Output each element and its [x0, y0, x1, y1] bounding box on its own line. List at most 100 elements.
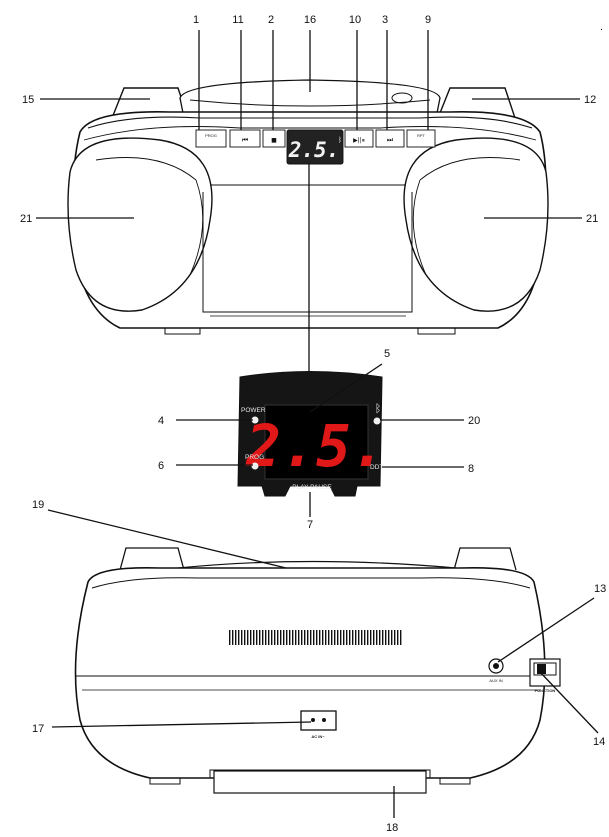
right-speaker — [403, 137, 549, 312]
display-panel-detail: 2.5. POWER PROG ᛒ DDT PLAY PAUSE 5 4 20 … — [158, 348, 480, 531]
vent-slat — [238, 630, 240, 645]
vent-slat — [373, 630, 375, 645]
next-button[interactable] — [375, 129, 405, 148]
vent-slat — [301, 630, 303, 645]
stop-button[interactable] — [262, 129, 286, 148]
vent-slat — [313, 630, 315, 645]
vent-slat — [337, 630, 339, 645]
callout-5: 5 — [384, 348, 390, 360]
callout-3: 3 — [382, 14, 388, 26]
callout-16: 16 — [304, 14, 316, 26]
vent-slat — [364, 630, 366, 645]
vent-slat — [289, 630, 291, 645]
panel-display — [264, 404, 369, 480]
vent-slat — [361, 630, 363, 645]
cd-lid — [179, 79, 441, 119]
vent-slat — [379, 630, 381, 645]
callout-21-right: 21 — [586, 213, 598, 225]
vent-slat — [319, 630, 321, 645]
vent-slat — [316, 630, 318, 645]
prog-button-label: PROG — [205, 133, 217, 138]
play-pause-button[interactable] — [344, 129, 374, 148]
power-label: POWER — [241, 407, 266, 414]
vent-slat — [367, 630, 369, 645]
vent-slat — [268, 630, 270, 645]
callout-11: 11 — [232, 14, 243, 26]
vent-slat — [235, 630, 237, 645]
bluetooth-indicator — [373, 417, 381, 425]
callout-6: 6 — [158, 460, 164, 472]
rpt-button[interactable] — [406, 129, 436, 148]
function-label: FUNCTION — [535, 688, 556, 693]
vent-grille — [229, 630, 402, 645]
vent-slat — [283, 630, 285, 645]
prev-icon: ⏮ — [242, 136, 248, 144]
ac-in-socket[interactable] — [300, 710, 337, 731]
callout-8: 8 — [468, 463, 474, 475]
display-window — [286, 129, 344, 165]
prog-button[interactable] — [195, 129, 227, 148]
power-indicator — [251, 416, 259, 424]
callout-9: 9 — [425, 14, 431, 26]
play-pause-label: PLAY PAUSE — [292, 484, 332, 491]
vent-slat — [391, 630, 393, 645]
vent-slat — [259, 630, 261, 645]
callout-4: 4 — [158, 415, 164, 427]
ac-in-label: AC IN~ — [311, 734, 325, 739]
callout-17: 17 — [32, 723, 44, 735]
vent-slat — [325, 630, 327, 645]
aux-in-label: AUX IN — [489, 678, 502, 683]
vent-slat — [322, 630, 324, 645]
left-speaker — [67, 137, 213, 312]
vent-slat — [277, 630, 279, 645]
vent-slat — [310, 630, 312, 645]
callout-20: 20 — [468, 415, 480, 427]
vent-slat — [376, 630, 378, 645]
callout-15: 15 — [22, 94, 34, 106]
vent-slat — [382, 630, 384, 645]
prog-label: PROG — [245, 454, 264, 461]
panel-display-readout: 2.5. — [245, 412, 386, 480]
callout-2: 2 — [268, 14, 274, 26]
callout-7: 7 — [307, 519, 313, 531]
vent-slat — [262, 630, 264, 645]
vent-slat — [340, 630, 342, 645]
callout-19: 19 — [32, 499, 44, 511]
rear-body — [74, 566, 546, 779]
vent-slat — [370, 630, 372, 645]
vent-slat — [229, 630, 231, 645]
vent-slat — [394, 630, 396, 645]
vent-slat — [298, 630, 300, 645]
display-readout: 2.5. — [288, 138, 340, 162]
vent-slat — [271, 630, 273, 645]
vent-slat — [232, 630, 234, 645]
callout-12: 12 — [584, 94, 596, 106]
vent-slat — [358, 630, 360, 645]
stop-icon: ■ — [271, 137, 277, 144]
next-icon: ⏭ — [387, 136, 394, 144]
bluetooth-icon: ᛒ — [375, 402, 382, 415]
vent-slat — [349, 630, 351, 645]
button-strip: PROG ⏮ ■ 2.5. ᛒ ▶||⏸ ⏭ RPT — [195, 129, 436, 165]
vent-slat — [265, 630, 267, 645]
vent-slat — [331, 630, 333, 645]
callout-18: 18 — [386, 822, 398, 834]
vent-slat — [304, 630, 306, 645]
vent-slat — [334, 630, 336, 645]
vent-slat — [397, 630, 399, 645]
vent-slat — [355, 630, 357, 645]
vent-slat — [346, 630, 348, 645]
front-view: PROG ⏮ ■ 2.5. ᛒ ▶||⏸ ⏭ RPT 1 11 2 16 10 … — [20, 14, 603, 406]
rear-view: AUX IN FUNCTION AC IN~ 19 13 14 17 18 — [32, 499, 606, 834]
vent-slat — [352, 630, 354, 645]
vent-slat — [295, 630, 297, 645]
play-pause-icon: ▶||⏸ — [353, 137, 365, 144]
callout-13: 13 — [594, 583, 606, 595]
vent-slat — [343, 630, 345, 645]
vent-slat — [400, 630, 402, 645]
prev-button[interactable] — [229, 129, 261, 148]
vent-slat — [388, 630, 390, 645]
battery-door — [213, 770, 427, 794]
vent-slat — [247, 630, 249, 645]
